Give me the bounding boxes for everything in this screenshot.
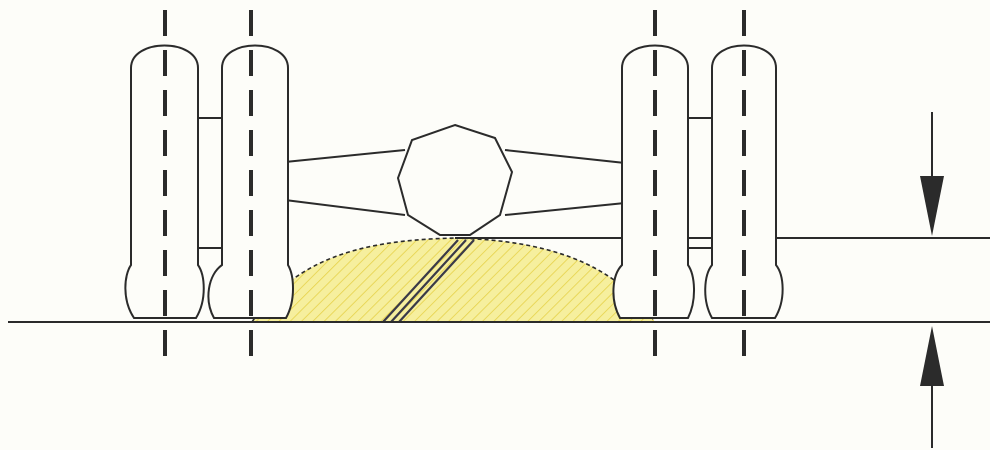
tyre-pair-left	[124, 44, 294, 319]
axle-arm-left	[284, 149, 406, 216]
dimension-arrow-top	[920, 112, 944, 236]
wheel-centerlines	[163, 10, 746, 360]
clearance-dome	[250, 237, 657, 323]
dimension-arrow-bottom	[920, 326, 944, 448]
differential-housing	[396, 123, 514, 236]
hatch-stripe	[382, 239, 475, 323]
tyre-pair-right	[612, 44, 784, 319]
axle-arm-right	[504, 149, 626, 216]
